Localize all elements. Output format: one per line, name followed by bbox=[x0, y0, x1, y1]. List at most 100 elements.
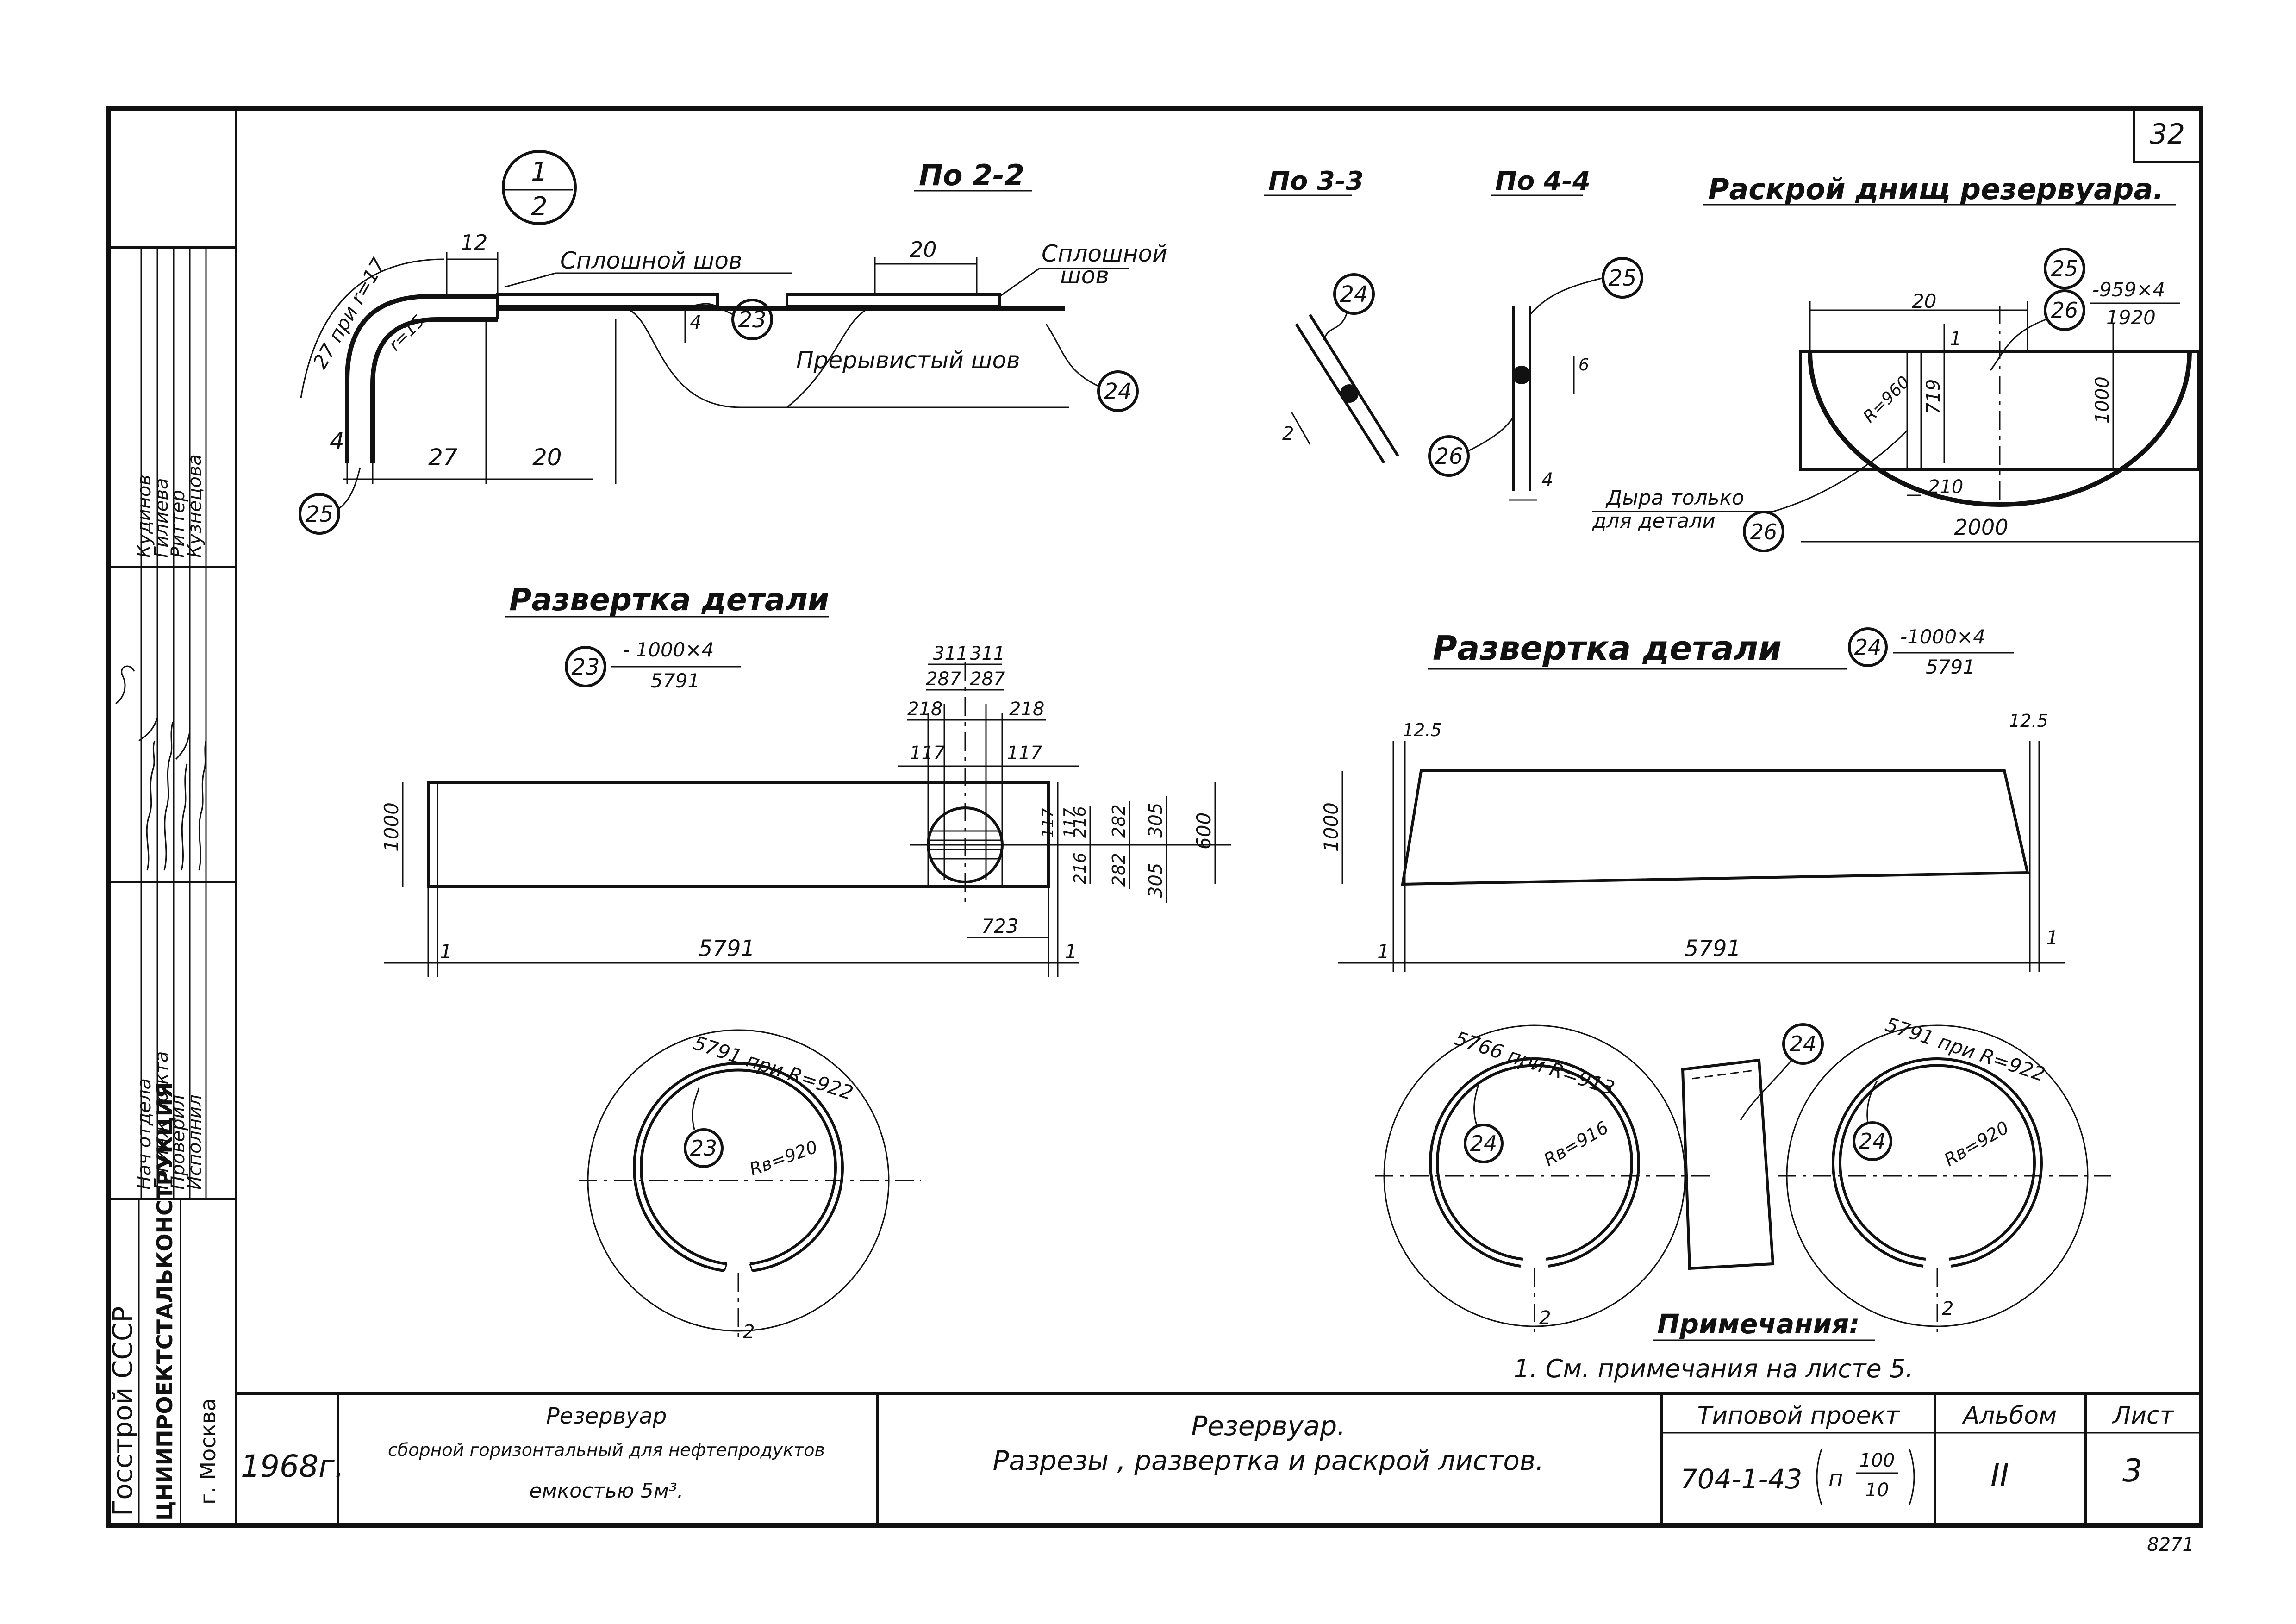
part-24-callout: 24 bbox=[1104, 379, 1132, 405]
dev23-dim-117c: 117 bbox=[1039, 808, 1057, 838]
sheet-frame bbox=[106, 106, 2203, 1528]
project-label: Типовой проект bbox=[1697, 1402, 1900, 1430]
notes: Примечания: 1. См. примечания на листе 5… bbox=[1514, 1308, 1913, 1383]
dev24-part-callout: 24 bbox=[1854, 635, 1882, 660]
dev23-dim-305b: 305 bbox=[1145, 863, 1167, 898]
bent-sheet-24: 24 bbox=[1681, 1023, 1824, 1270]
dim-4-4-4: 4 bbox=[1541, 469, 1553, 491]
ring2-part-callout: 24 bbox=[1470, 1131, 1497, 1156]
dev23-dim-282b: 282 bbox=[1109, 853, 1129, 887]
dev23-dim-218a: 218 bbox=[907, 699, 942, 720]
dev24-dim-12-5-right: 12.5 bbox=[2009, 711, 2048, 731]
object-line-1: Резервуар bbox=[546, 1403, 667, 1429]
dev23-dim-600: 600 bbox=[1192, 812, 1215, 849]
part-26-callout-bottoms: 26 bbox=[2051, 298, 2078, 323]
sheet-title-line-1: Резервуар. bbox=[1191, 1410, 1345, 1442]
bottoms-note-hole-1: Дыра только bbox=[1605, 486, 1744, 510]
dim-2-3-3: 2 bbox=[1282, 423, 1294, 444]
dev24-spec-top: -1000×4 bbox=[1900, 625, 1985, 648]
bottoms-cutting: Раскрой днищ резервуара. 20 1 719 1000 R… bbox=[1592, 172, 2200, 552]
dim-6-4-4: 6 bbox=[1578, 356, 1589, 375]
ring1-mark: 2 bbox=[743, 1321, 755, 1343]
object-line-2: сборной горизонтальный для нефтепродукто… bbox=[388, 1440, 825, 1460]
dev23-spec-top: - 1000×4 bbox=[623, 638, 714, 661]
ring3-mark: 2 bbox=[1942, 1298, 1953, 1319]
title-block: 1968г. Резервуар сборной горизонтальный … bbox=[241, 1393, 2201, 1555]
dev23-dim-1a: 1 bbox=[440, 940, 452, 963]
part-25-callout-bottoms: 25 bbox=[2051, 256, 2078, 281]
role-executed: Исполнил bbox=[184, 1094, 206, 1190]
section-2-2: По 2-2 4 27 20 27 при r=17 r=15 12 4 bbox=[299, 158, 1167, 535]
dev23-dim-1b: 1 bbox=[1065, 940, 1077, 963]
notes-item-1: 1. См. примечания на листе 5. bbox=[1514, 1354, 1913, 1383]
dim-bottoms-210: 210 bbox=[1928, 476, 1963, 498]
left-strip: Нач отдела Гл инж пр-кта Проверил Исполн… bbox=[107, 246, 236, 1525]
dev23-spec-bottom: 5791 bbox=[650, 669, 700, 692]
ring-1: 5791 при R=922 23 Rв=920 2 bbox=[579, 1029, 921, 1343]
dim-20-top: 20 bbox=[910, 237, 937, 262]
ring-3: 5791 при R=922 24 Rв=920 2 bbox=[1778, 1013, 2111, 1333]
dev23-dim-117a: 117 bbox=[910, 743, 945, 764]
name-2: Гилиева bbox=[151, 478, 172, 558]
dev23-dim-287a: 287 bbox=[926, 668, 961, 690]
project-frac-prefix: п bbox=[1828, 1466, 1843, 1492]
inventory-number: 8271 bbox=[2147, 1534, 2194, 1555]
ring3-part-callout: 24 bbox=[1859, 1129, 1886, 1154]
svg-text:1: 1 bbox=[531, 157, 548, 187]
ring3-arc-label: 5791 при R=922 bbox=[1883, 1013, 2048, 1086]
section-3-3: По 3-3 24 2 bbox=[1264, 166, 1399, 464]
ring1-arc-label: 5791 при R=922 bbox=[691, 1031, 856, 1105]
dev24-dim-5791: 5791 bbox=[1685, 936, 1741, 962]
sheet-label: Лист bbox=[2112, 1402, 2174, 1430]
dim-20-bottom: 20 bbox=[532, 444, 562, 471]
weld-solid-2a: Сплошной bbox=[1042, 240, 1167, 267]
project-value: 704-1-43 bbox=[1680, 1463, 1802, 1495]
sheet24-part-callout: 24 bbox=[1790, 1031, 1817, 1056]
signatures bbox=[115, 665, 207, 871]
part-25-callout-4-4: 25 bbox=[1608, 265, 1636, 291]
dev24-dim-12-5-left: 12.5 bbox=[1403, 720, 1442, 740]
bottoms-spec-bottom: 1920 bbox=[2106, 306, 2156, 329]
view-title-2-2: По 2-2 bbox=[919, 158, 1024, 192]
name-1: Кудинов bbox=[134, 475, 155, 558]
dev23-dim-311b: 311 bbox=[970, 643, 1005, 664]
part-24-callout-3-3: 24 bbox=[1340, 281, 1368, 307]
bottoms-note-hole-2: для детали bbox=[1592, 509, 1716, 533]
view-title-bottoms: Раскрой днищ резервуара. bbox=[1708, 172, 2164, 206]
dim-bottoms-r960: R=960 bbox=[1859, 373, 1914, 427]
weld-intermittent: Прерывистый шов bbox=[796, 347, 1020, 374]
org-institute: ЦНИИПРОЕКТСТАЛЬКОНСТРУКЦИЯ bbox=[152, 1082, 177, 1521]
dim-bottoms-1: 1 bbox=[1950, 328, 1961, 350]
section-4-4: По 4-4 25 26 4 6 bbox=[1428, 166, 1643, 501]
dev23-dim-5791: 5791 bbox=[699, 936, 755, 962]
part-26-callout-4-4: 26 bbox=[1435, 443, 1463, 469]
year: 1968г. bbox=[241, 1449, 344, 1484]
dev23-dim-117d: 117 bbox=[1061, 808, 1079, 838]
weld-solid-1: Сплошной шов bbox=[560, 247, 742, 274]
object-line-3: емкостью 5м³. bbox=[529, 1479, 683, 1503]
development-part-23: Развертка детали 23 - 1000×4 5791 311 31… bbox=[380, 582, 1231, 977]
name-3: Риттер bbox=[168, 490, 189, 558]
dev24-title: Развертка детали bbox=[1433, 629, 1782, 668]
dev23-dim-311a: 311 bbox=[933, 643, 968, 664]
bottoms-spec-top: -959×4 bbox=[2092, 278, 2165, 301]
dev23-title: Развертка детали bbox=[509, 582, 829, 618]
dim-bottoms-719: 719 bbox=[1923, 379, 1944, 414]
ring1-part-callout: 23 bbox=[690, 1136, 718, 1161]
notes-title: Примечания: bbox=[1657, 1308, 1860, 1340]
role-head: Нач отдела bbox=[134, 1078, 155, 1190]
part-25-callout: 25 bbox=[305, 501, 333, 527]
dev23-dim-287b: 287 bbox=[970, 668, 1005, 690]
ring3-radius: Rв=920 bbox=[1941, 1117, 2013, 1170]
sheet-number: 32 bbox=[2150, 118, 2185, 150]
dev24-dim-1b: 1 bbox=[2046, 926, 2059, 949]
city: г. Москва bbox=[195, 1398, 220, 1505]
dev24-dim-1000: 1000 bbox=[1320, 802, 1342, 852]
sheet-title-line-2: Разрезы , развертка и раскрой листов. bbox=[993, 1445, 1544, 1476]
view-title-4-4: По 4-4 bbox=[1495, 166, 1591, 196]
dim-bottoms-2000: 2000 bbox=[1954, 515, 2008, 540]
dim-bottoms-20: 20 bbox=[1912, 290, 1936, 312]
dev23-dim-282a: 282 bbox=[1109, 804, 1129, 838]
dim-12: 12 bbox=[461, 230, 488, 255]
ring2-radius: Rв=916 bbox=[1541, 1117, 1612, 1170]
